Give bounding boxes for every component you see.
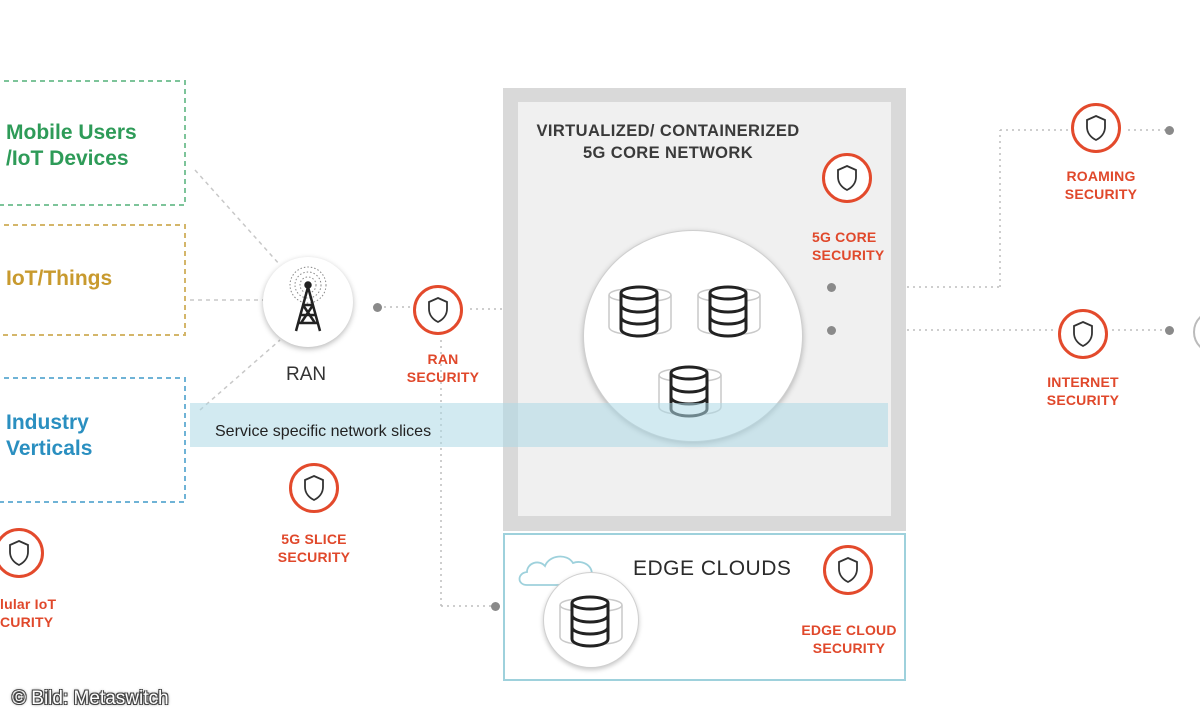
shield-icon [837,165,857,192]
database-icon [697,285,761,338]
network-slice-label: Service specific network slices [215,423,432,440]
image-credit: © Bild: Metaswitch [12,688,169,709]
edge-clouds-title: EDGE CLOUDS [633,557,792,580]
cell-tower-icon [289,266,327,332]
shield-icon [1086,115,1106,142]
shield-icon [1073,321,1093,348]
network-slice-band [190,403,888,447]
roaming-security-shield [1071,103,1121,153]
core-security-shield [822,153,872,203]
database-icon [559,595,623,648]
mobile-users-label: Mobile Users /IoT Devices [6,121,137,170]
connector-dot [827,326,836,335]
connector-dot [1165,326,1174,335]
shield-icon [428,297,448,324]
shield-icon [838,557,858,584]
connector-dot [373,303,382,312]
connector-dot [491,602,500,611]
shield-icon [9,540,29,567]
industry-verticals-label: Industry Verticals [6,411,93,460]
connector-dot [1165,126,1174,135]
internet-security-shield [1058,309,1108,359]
ran-label: RAN [286,364,327,385]
ran-security-shield [413,285,463,335]
edge-cloud-security-shield [823,545,873,595]
connector-dot [827,283,836,292]
shield-icon [304,475,324,502]
iot-things-label: IoT/Things [6,267,113,290]
core-network-title: VIRTUALIZED/ CONTAINERIZED 5G CORE NETWO… [536,122,800,162]
cellular-iot-security-shield [0,528,44,578]
slice-security-shield [289,463,339,513]
user-group-boxes [0,80,186,503]
database-icon [608,285,672,338]
